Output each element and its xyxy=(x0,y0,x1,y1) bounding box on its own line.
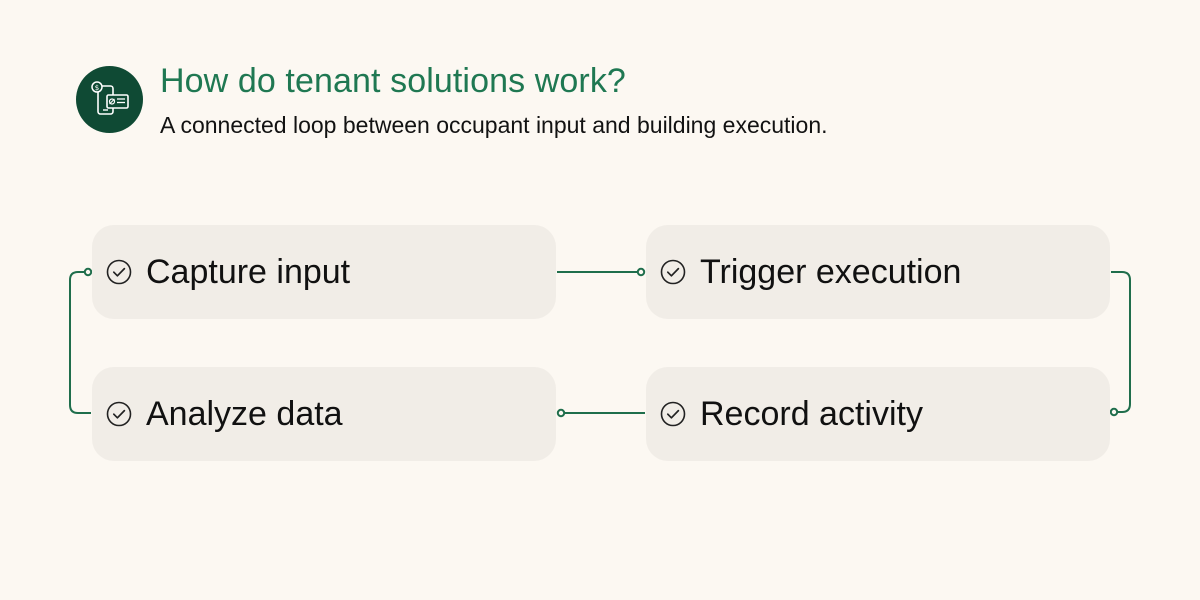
connector-node xyxy=(83,267,93,277)
connector-node xyxy=(636,267,646,277)
check-circle-icon xyxy=(106,259,132,285)
check-circle-icon xyxy=(660,259,686,285)
step-record-activity: Record activity xyxy=(646,367,1110,461)
page-title: How do tenant solutions work? xyxy=(160,62,626,100)
connector-node xyxy=(556,408,566,418)
connector-trigger-to-record xyxy=(1111,271,1131,413)
step-label: Record activity xyxy=(700,395,923,433)
step-trigger-execution: Trigger execution xyxy=(646,225,1110,319)
step-label: Trigger execution xyxy=(700,253,962,291)
tenant-app-icon: $ xyxy=(76,66,143,133)
check-circle-icon xyxy=(106,401,132,427)
page-subtitle: A connected loop between occupant input … xyxy=(160,112,828,138)
step-label: Capture input xyxy=(146,253,351,291)
connector-node xyxy=(1109,407,1119,417)
check-circle-icon xyxy=(660,401,686,427)
step-analyze-data: Analyze data xyxy=(92,367,556,461)
svg-text:$: $ xyxy=(95,84,99,92)
connector-analyze-to-capture xyxy=(69,271,91,414)
step-label: Analyze data xyxy=(146,395,343,433)
step-capture-input: Capture input xyxy=(92,225,556,319)
